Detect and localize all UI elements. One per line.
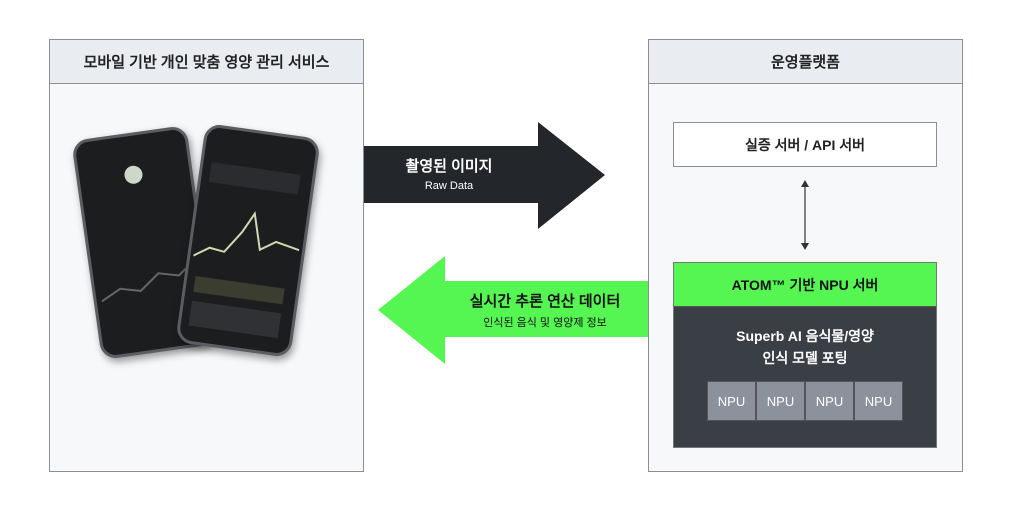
- phone-back: [71, 125, 217, 360]
- mobile-service-title: 모바일 기반 개인 맞춤 영양 관리 서비스: [50, 40, 363, 84]
- npu-server-box: ATOM™ 기반 NPU 서버 Superb AI 음식물/영양 인식 모델 포…: [673, 262, 937, 448]
- npu-unit: NPU: [854, 381, 903, 421]
- arrow-left-title: 실시간 추론 연산 데이터: [469, 293, 621, 310]
- mobile-service-panel: 모바일 기반 개인 맞춤 영양 관리 서비스: [49, 39, 364, 472]
- model-line-2: 인식 모델 포팅: [762, 350, 848, 366]
- arrow-right-shape: [364, 122, 605, 229]
- platform-panel: 운영플랫폼 실증 서버 / API 서버 ATOM™ 기반 NPU 서버 Sup…: [648, 39, 963, 472]
- npu-unit: NPU: [756, 381, 805, 421]
- phone-front: [175, 123, 321, 358]
- arrow-left-subtitle: 인식된 음식 및 영양제 정보: [483, 317, 607, 329]
- arrow-right-subtitle: Raw Data: [424, 180, 474, 192]
- npu-unit: NPU: [707, 381, 756, 421]
- bidirectional-arrow: [801, 180, 809, 250]
- api-server-box: 실증 서버 / API 서버: [673, 122, 937, 167]
- arrow-left-shape: [378, 256, 648, 364]
- platform-title: 운영플랫폼: [649, 40, 962, 84]
- arrow-right-title: 촬영된 이미지: [405, 158, 493, 175]
- npu-server-title: ATOM™ 기반 NPU 서버: [674, 263, 936, 307]
- npu-unit: NPU: [805, 381, 854, 421]
- npu-units: NPU NPU NPU NPU: [674, 381, 936, 421]
- model-line-1: Superb AI 음식물/영양: [736, 328, 874, 344]
